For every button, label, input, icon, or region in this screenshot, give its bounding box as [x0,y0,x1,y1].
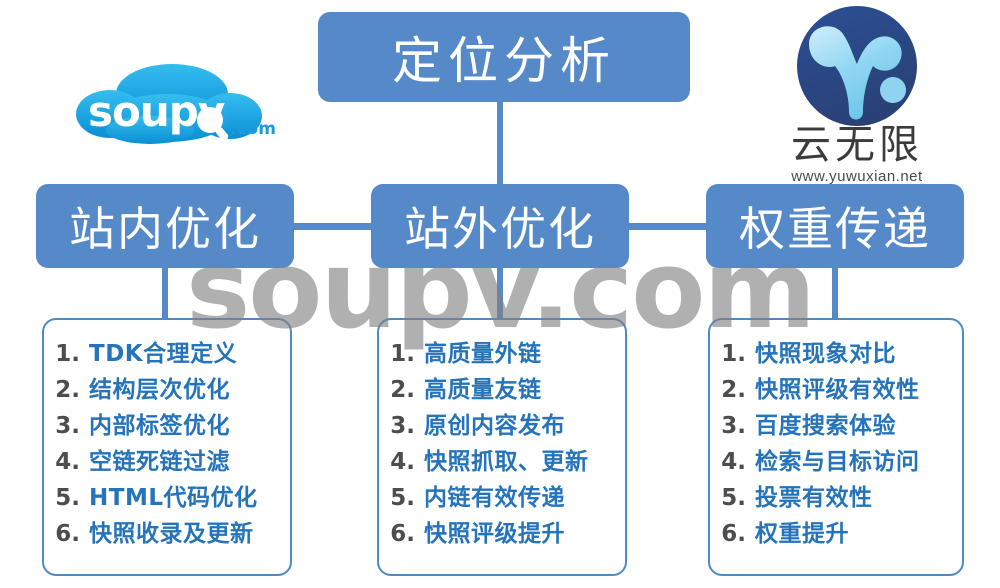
list-item-number: 2. [721,377,746,403]
node-branch-off-site-label: 站外优化 [404,202,596,256]
node-branch-weight-transfer-label: 权重传递 [739,202,931,256]
soupv-logo: soupv .com [62,58,277,154]
list-item-label: 原创内容发布 [424,413,565,439]
list-item-label: 快照抓取、更新 [424,449,589,475]
list-item[interactable]: 2. 高质量友链 [379,372,625,408]
list-item-number: 3. [55,413,80,439]
list-item-number: 5. [390,485,415,511]
list-item-number: 5. [721,485,746,511]
node-root-label: 定位分析 [392,32,616,90]
list-item-label: 投票有效性 [755,485,873,511]
list-item-number: 1. [55,341,80,367]
yuwuxian-logo: 云无限 www.yuwuxian.net [742,4,972,185]
node-branch-weight-transfer[interactable]: 权重传递 [706,184,964,268]
list-item-label: 内部标签优化 [89,413,230,439]
connector-center-down [497,266,503,320]
list-item[interactable]: 4. 快照抓取、更新 [379,444,625,480]
list-item[interactable]: 1. TDK合理定义 [44,336,290,372]
list-item[interactable]: 3. 内部标签优化 [44,408,290,444]
list-item-number: 6. [55,521,80,547]
list-item[interactable]: 4. 检索与目标访问 [710,444,962,480]
list-item[interactable]: 5. HTML代码优化 [44,480,290,516]
list-item[interactable]: 5. 投票有效性 [710,480,962,516]
list-item-label: 百度搜索体验 [755,413,896,439]
list-box-weight-transfer: 1. 快照现象对比 2. 快照评级有效性 3. 百度搜索体验 4. 检索与目标访… [708,318,964,576]
list-item-label: 快照评级有效性 [755,377,920,403]
connector-root-to-center [497,100,503,186]
list-item-label: 检索与目标访问 [755,449,920,475]
list-item[interactable]: 5. 内链有效传递 [379,480,625,516]
list-item[interactable]: 1. 快照现象对比 [710,336,962,372]
node-branch-off-site[interactable]: 站外优化 [371,184,629,268]
yuwuxian-url: www.yuwuxian.net [791,168,923,185]
yuwuxian-title: 云无限 [791,122,923,168]
list-item-number: 6. [390,521,415,547]
svg-text:.com: .com [230,119,276,139]
connector-right-down [832,266,838,320]
list-item-label: HTML代码优化 [89,485,258,511]
connector-left-down [162,266,168,320]
list-item-label: 高质量友链 [424,377,542,403]
list-item-number: 4. [390,449,415,475]
list-box-on-site: 1. TDK合理定义 2. 结构层次优化 3. 内部标签优化 4. 空链死链过滤… [42,318,292,576]
list-item[interactable]: 1. 高质量外链 [379,336,625,372]
list-item[interactable]: 6. 快照评级提升 [379,516,625,552]
soupv-cloud-icon: soupv .com [76,64,276,144]
list-item[interactable]: 2. 结构层次优化 [44,372,290,408]
list-item[interactable]: 3. 原创内容发布 [379,408,625,444]
list-item-number: 6. [721,521,746,547]
list-item-number: 4. [721,449,746,475]
list-item-number: 1. [390,341,415,367]
list-box-off-site: 1. 高质量外链 2. 高质量友链 3. 原创内容发布 4. 快照抓取、更新 5… [377,318,627,576]
list-item[interactable]: 6. 快照收录及更新 [44,516,290,552]
list-item-number: 4. [55,449,80,475]
list-item-number: 5. [55,485,80,511]
list-item-label: 内链有效传递 [424,485,565,511]
magnifier-icon [197,107,229,141]
list-item-number: 3. [721,413,746,439]
list-item-label: 快照收录及更新 [89,521,254,547]
list-item-number: 2. [55,377,80,403]
node-branch-on-site[interactable]: 站内优化 [36,184,294,268]
list-item[interactable]: 3. 百度搜索体验 [710,408,962,444]
list-item-number: 2. [390,377,415,403]
y-circle-icon [797,6,917,126]
list-item-label: 快照评级提升 [424,521,565,547]
list-item[interactable]: 2. 快照评级有效性 [710,372,962,408]
list-item-label: 高质量外链 [424,341,542,367]
node-branch-on-site-label: 站内优化 [69,202,261,256]
list-item[interactable]: 6. 权重提升 [710,516,962,552]
list-item-label: TDK合理定义 [89,341,238,367]
list-item-number: 1. [721,341,746,367]
list-item-label: 快照现象对比 [755,341,896,367]
node-root[interactable]: 定位分析 [318,12,690,102]
list-item-label: 权重提升 [755,521,849,547]
list-item-label: 结构层次优化 [89,377,230,403]
list-item-label: 空链死链过滤 [89,449,230,475]
list-item[interactable]: 4. 空链死链过滤 [44,444,290,480]
list-item-number: 3. [390,413,415,439]
